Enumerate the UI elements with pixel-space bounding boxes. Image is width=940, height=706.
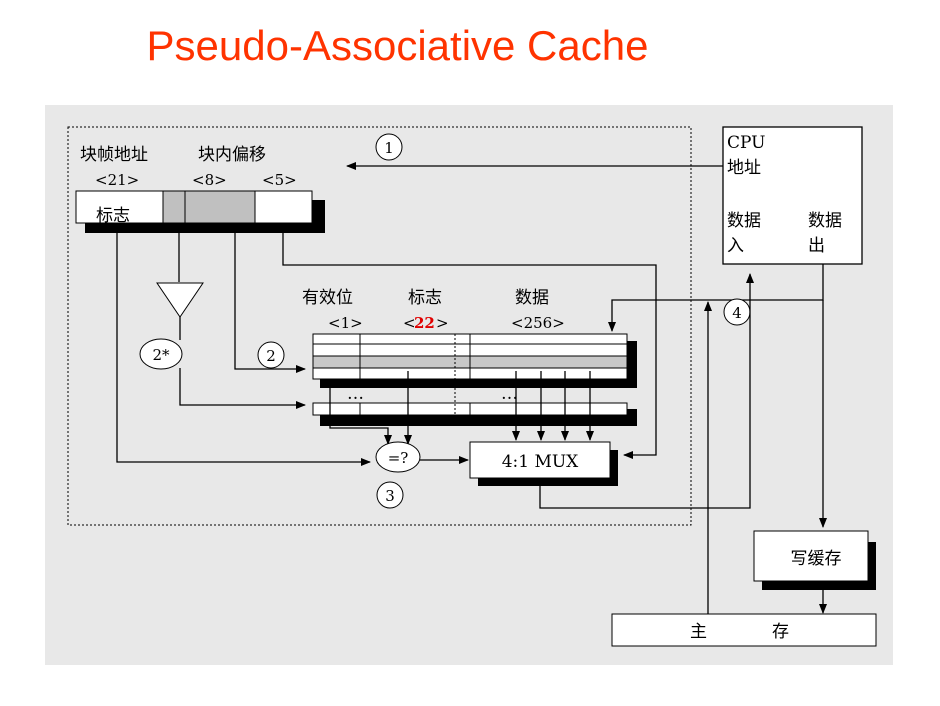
tag-to-compare-arrow <box>116 223 371 466</box>
main-memory-label-right: 存 <box>772 622 789 642</box>
tag-width-close: > <box>436 314 449 332</box>
cpu-address-label: 地址 <box>727 158 761 178</box>
tag-column-label: 标志 <box>408 288 442 308</box>
cpu-data-in-label-2: 入 <box>727 236 744 256</box>
cpu-data-out-label-1: 数据 <box>808 211 842 231</box>
cpu-label: CPU <box>727 133 765 153</box>
valid-bit-label: 有效位 <box>302 288 353 308</box>
cache-boundary <box>67 126 692 526</box>
write-data-arrow <box>608 264 824 332</box>
index-arrow <box>234 223 306 373</box>
tag-width-open: < <box>403 314 416 332</box>
cpu-box <box>722 126 863 265</box>
step-2-label: 2 <box>266 347 276 365</box>
step-2star-label: 2* <box>152 346 170 364</box>
step-3-circle <box>376 481 404 509</box>
ellipsis-right: … <box>501 384 518 404</box>
block-frame-address-label: 块帧地址 <box>80 145 148 165</box>
tag-field-label: 标志 <box>96 206 130 226</box>
step-2star-circle <box>139 338 183 370</box>
address-register <box>75 190 325 233</box>
step-4-label: 4 <box>732 304 742 322</box>
alt-index-arrow <box>179 368 306 409</box>
main-memory-label-left: 主 <box>690 622 707 642</box>
block-offset-label: 块内偏移 <box>198 145 266 165</box>
cache-array-upper <box>312 333 637 388</box>
offset-width-label: <5> <box>262 171 297 189</box>
mux-label: 4:1 MUX <box>502 452 579 472</box>
mux-to-cpu-arrow <box>539 273 754 509</box>
write-buffer-label: 写缓存 <box>791 549 842 569</box>
cpu-data-in-label-1: 数据 <box>727 211 761 231</box>
ellipsis-left: … <box>347 384 364 404</box>
step-1-circle <box>375 133 403 161</box>
offset-select-arrow <box>282 223 657 459</box>
compare-ellipse <box>375 441 421 473</box>
compare-label: =? <box>388 449 409 467</box>
tag-width-value: 22 <box>414 314 435 332</box>
valid-width-label: <1> <box>328 314 363 332</box>
slide-title: Pseudo-Associative Cache <box>146 22 649 69</box>
main-memory-box <box>611 613 877 647</box>
data-width-label: <256> <box>511 314 565 332</box>
write-buffer-box <box>753 530 869 582</box>
step-3-label: 3 <box>385 487 395 505</box>
step-1-label: 1 <box>384 139 394 157</box>
mux-box <box>469 441 611 479</box>
cache-array-lower <box>312 388 637 426</box>
valid-to-compare-arrow <box>329 379 392 445</box>
data-column-label: 数据 <box>515 288 549 308</box>
index-width-label: <8> <box>192 171 227 189</box>
inverter-triangle <box>156 282 204 318</box>
cpu-data-out-label-2: 出 <box>808 236 825 256</box>
tag-width-label: <21> <box>95 171 139 189</box>
step-2-circle <box>257 341 285 369</box>
